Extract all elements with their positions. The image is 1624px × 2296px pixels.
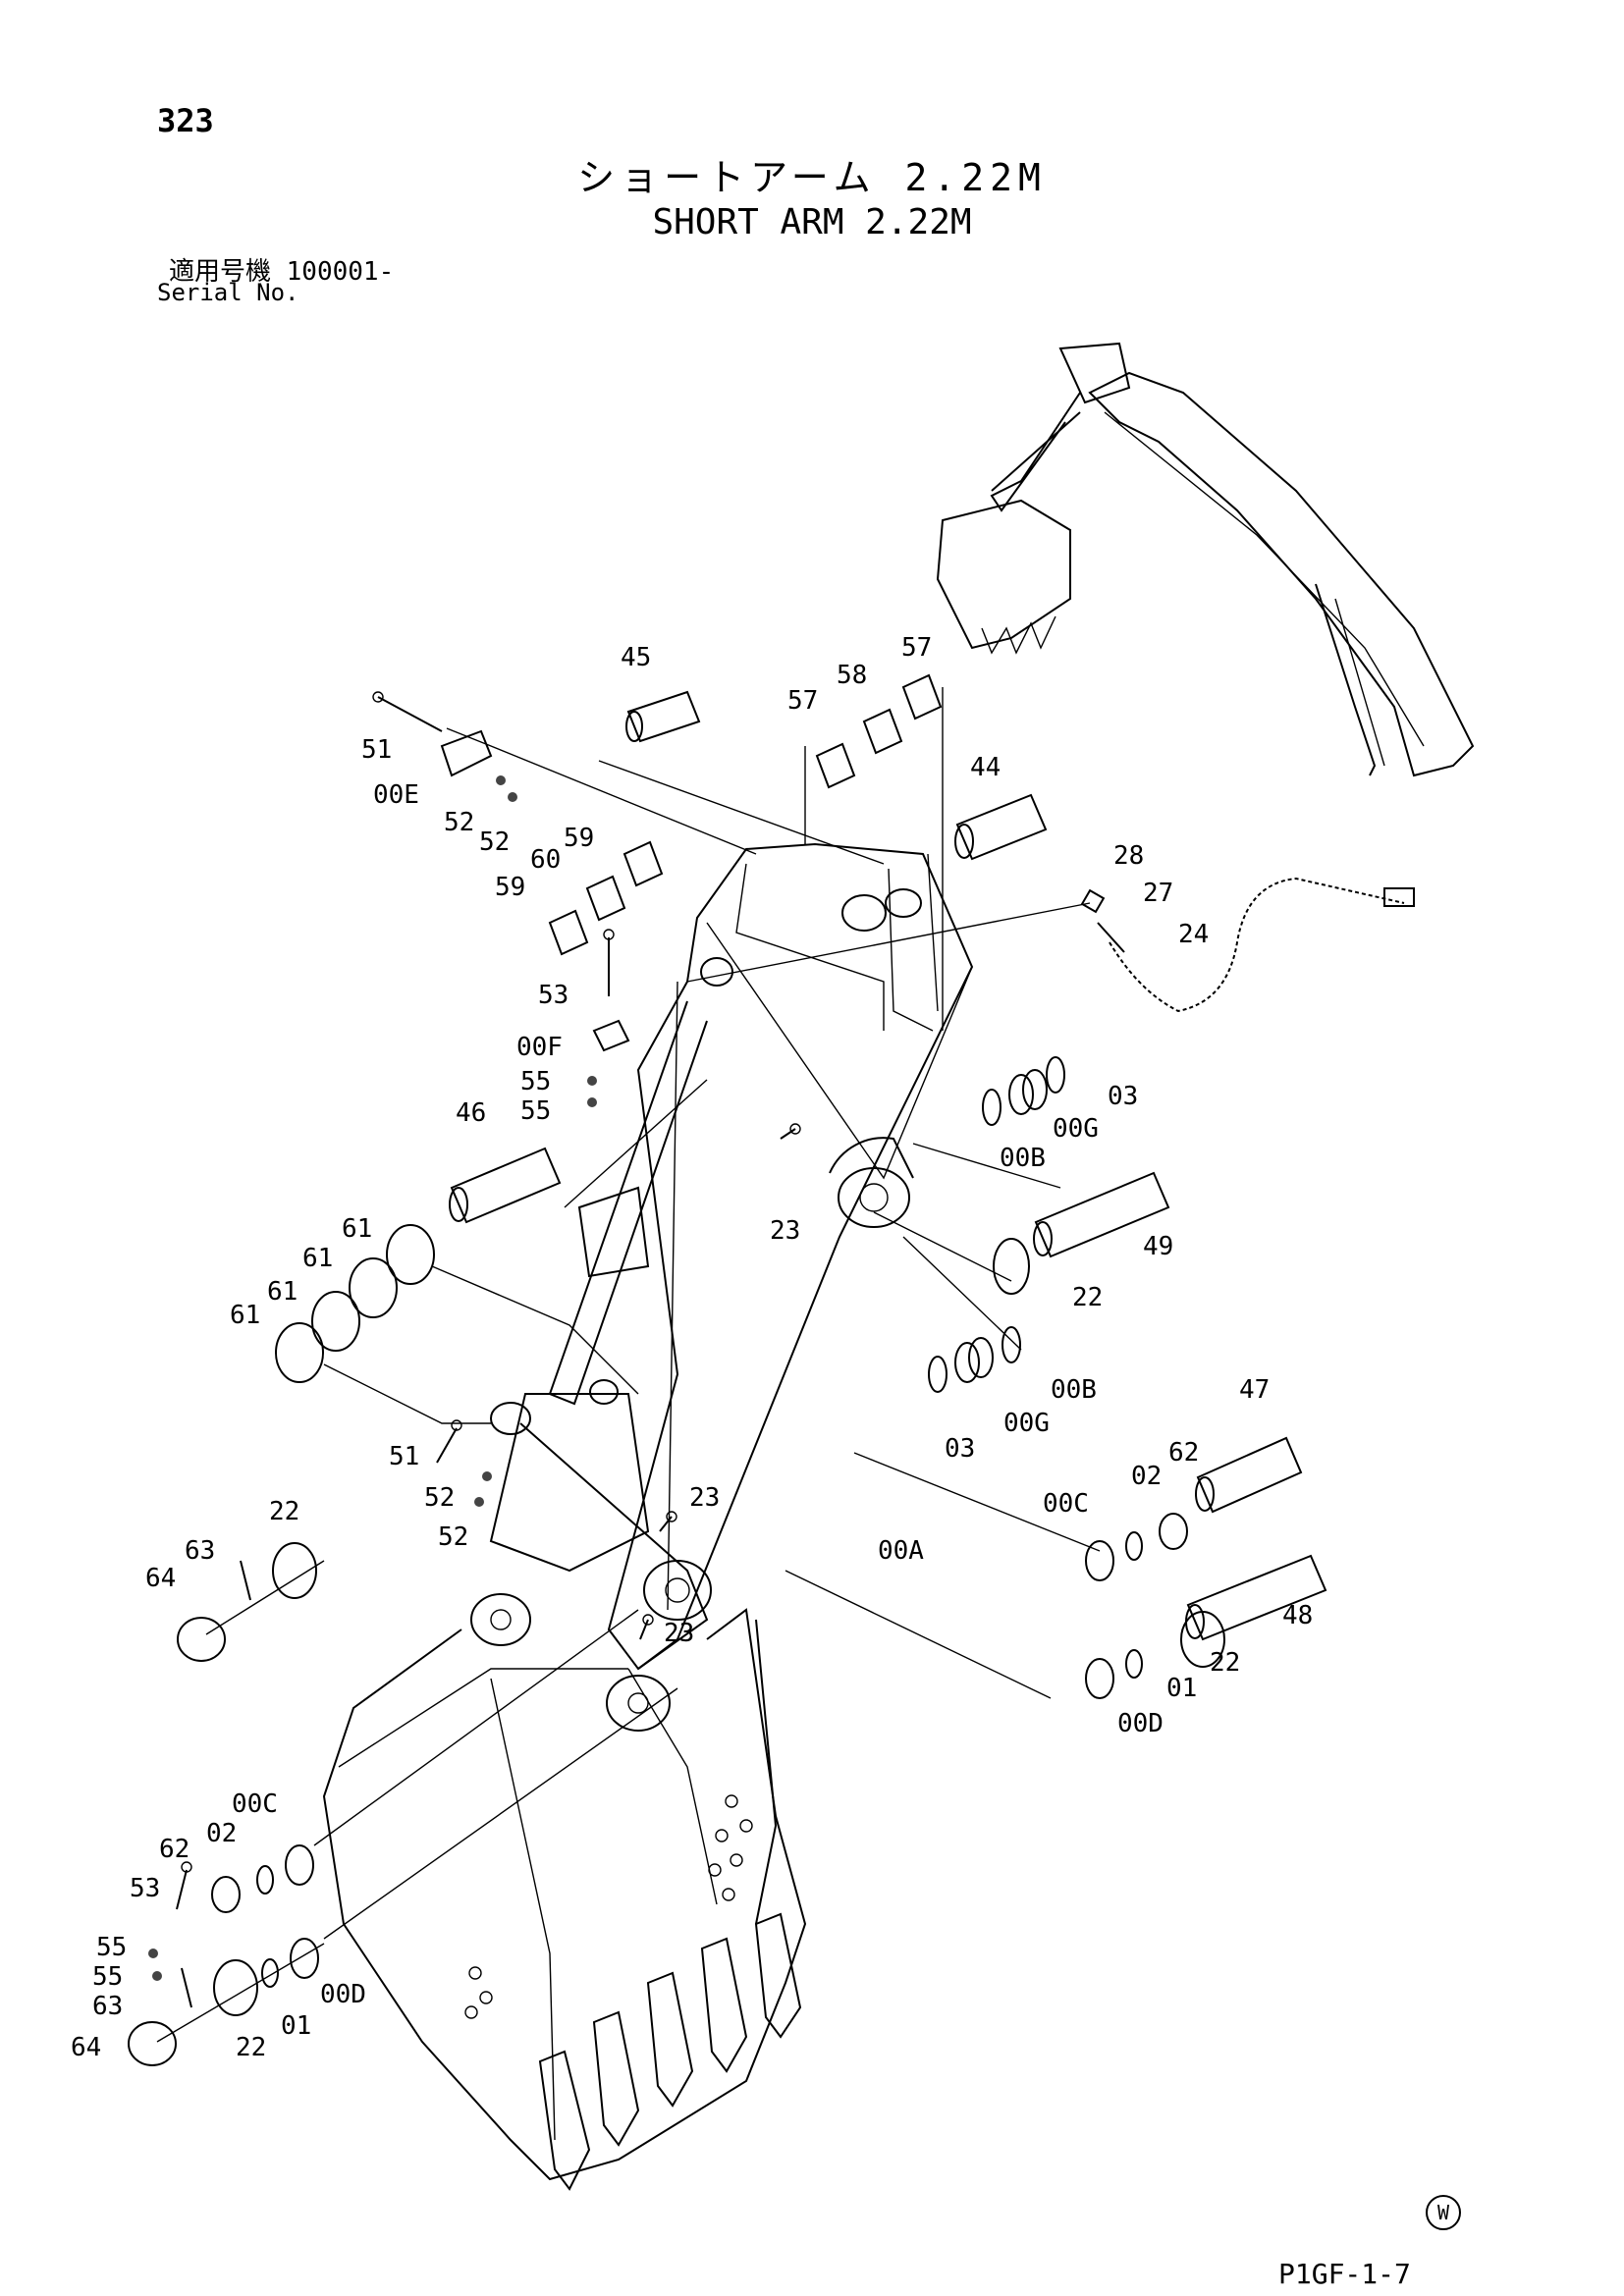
callout-61: 61 [230,1301,260,1330]
callout-64: 64 [71,2033,101,2062]
callout-58: 58 [837,661,867,690]
callout-22: 22 [1210,1648,1240,1678]
bucket [322,1608,807,2191]
callout-22: 22 [236,2033,266,2062]
seals-right [928,1056,1225,1699]
callout-55: 55 [520,1067,551,1096]
leader-lines [156,687,1101,2043]
callout-64: 64 [145,1564,176,1593]
callout-labels: 45 57 57 58 44 51 00E 52 52 59 60 59 53 … [71,633,1313,2062]
pin-46 [449,1147,562,1224]
fasteners [148,691,801,1981]
callout-03: 03 [945,1434,975,1464]
callout-61: 61 [267,1277,298,1307]
serial-label-japanese: 適用号機 100001- [169,257,395,287]
grease-hose-24 [1080,877,1415,1013]
callout-00D: 00D [320,1980,366,2009]
callout-23: 23 [689,1483,720,1513]
seals-left [128,1542,319,2066]
callout-24: 24 [1178,920,1209,949]
callout-63: 63 [92,1992,123,2021]
callout-22: 22 [1072,1283,1103,1312]
callout-01: 01 [1166,1674,1197,1703]
callout-57: 57 [901,633,932,663]
callout-00B: 00B [1000,1144,1046,1173]
page-number: 323 [157,102,214,139]
callout-61: 61 [302,1244,333,1273]
bucket-cylinder [470,1000,712,1732]
callout-02: 02 [1131,1462,1162,1491]
watermark-symbol: W [1426,2195,1461,2230]
callout-23: 23 [770,1216,800,1246]
callout-22: 22 [269,1497,299,1526]
title-japanese: ショートアーム 2.22M [577,156,1047,199]
callout-53: 53 [538,981,568,1010]
callout-55: 55 [92,1962,123,1992]
callout-00G: 00G [1053,1114,1099,1144]
callout-62: 62 [159,1835,189,1864]
callout-55: 55 [520,1096,551,1126]
callout-51: 51 [361,735,392,765]
excavator-overview-inset [936,342,1475,777]
callout-00G: 00G [1003,1409,1050,1438]
callout-44: 44 [970,753,1001,782]
callout-45: 45 [621,643,651,672]
callout-53: 53 [130,1874,160,1903]
callout-59: 59 [564,824,594,853]
callout-51: 51 [389,1442,419,1471]
title-english: SHORT ARM 2.22M [652,202,972,242]
pin-47 [1195,1436,1303,1514]
callout-60: 60 [530,845,561,875]
pin-49 [1033,1171,1170,1258]
serial-label-english: Serial No. [157,279,299,306]
shims [548,673,943,956]
pin-44 [954,793,1048,861]
callout-52: 52 [444,808,474,837]
callout-62: 62 [1168,1438,1199,1468]
callout-03: 03 [1108,1082,1138,1111]
callout-48: 48 [1282,1601,1313,1630]
washers-61 [275,1224,435,1383]
callout-00F: 00F [516,1033,563,1062]
callout-00C: 00C [1043,1489,1089,1519]
callout-57: 57 [787,686,818,716]
callout-00B: 00B [1051,1375,1097,1405]
callout-46: 46 [456,1098,486,1128]
callout-00C: 00C [232,1789,278,1819]
callout-52: 52 [479,828,510,857]
pin-45 [625,690,701,743]
callout-63: 63 [185,1536,215,1566]
callout-61: 61 [342,1214,372,1244]
callout-59: 59 [495,873,525,902]
callout-27: 27 [1143,879,1173,908]
callout-00E: 00E [373,780,419,810]
callout-01: 01 [281,2011,311,2041]
callout-02: 02 [206,1819,237,1848]
callout-52: 52 [438,1522,468,1552]
callout-49: 49 [1143,1232,1173,1261]
callout-52: 52 [424,1483,455,1513]
callout-00D: 00D [1117,1709,1164,1738]
drawing-code: P1GF-1-7 [1278,2258,1411,2290]
callout-47: 47 [1239,1375,1270,1405]
arm-body [607,842,974,1671]
callout-23: 23 [664,1619,694,1648]
callout-00A: 00A [878,1536,924,1566]
callout-28: 28 [1113,841,1144,871]
callout-55: 55 [96,1933,127,1962]
